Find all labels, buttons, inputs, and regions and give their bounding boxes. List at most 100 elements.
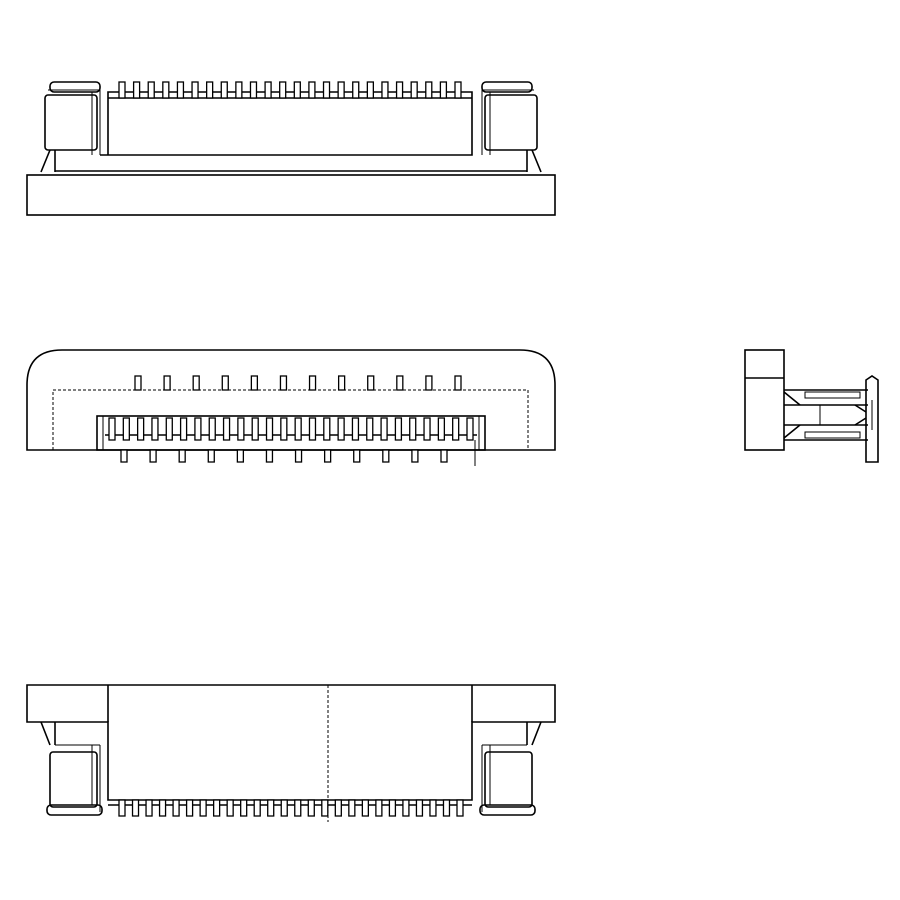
top-view bbox=[26, 81, 556, 216]
pin bbox=[222, 417, 231, 441]
pin bbox=[199, 799, 207, 817]
pin bbox=[179, 417, 188, 441]
pin bbox=[265, 417, 274, 441]
pin bbox=[172, 799, 180, 817]
front-view bbox=[26, 349, 556, 466]
pin bbox=[264, 81, 272, 99]
pin bbox=[394, 417, 403, 441]
pin bbox=[411, 449, 419, 463]
pin bbox=[454, 81, 462, 99]
pin bbox=[440, 449, 448, 463]
side-view bbox=[744, 349, 879, 463]
pin bbox=[280, 417, 288, 441]
pin bbox=[134, 375, 142, 391]
pin bbox=[267, 799, 275, 817]
pin bbox=[194, 417, 202, 441]
pin bbox=[395, 81, 404, 99]
pin bbox=[429, 799, 437, 817]
pin bbox=[361, 799, 370, 817]
pin bbox=[236, 449, 245, 463]
pin bbox=[353, 449, 361, 463]
left-latch bbox=[40, 81, 101, 173]
contact-lower bbox=[804, 431, 861, 439]
pin bbox=[280, 799, 288, 817]
lower-pin-row bbox=[120, 449, 448, 463]
flange bbox=[865, 375, 879, 463]
pin bbox=[176, 81, 185, 99]
housing-outline bbox=[26, 684, 556, 801]
pin bbox=[149, 449, 157, 463]
contact-row bbox=[108, 417, 474, 441]
pin bbox=[352, 81, 360, 99]
pin bbox=[425, 375, 433, 391]
pin bbox=[136, 417, 145, 441]
pin bbox=[454, 375, 462, 391]
pin bbox=[308, 417, 317, 441]
pin bbox=[158, 799, 167, 817]
pin bbox=[191, 81, 199, 99]
housing-outline bbox=[26, 349, 556, 451]
upper-pin-row bbox=[134, 375, 462, 391]
pin bbox=[321, 799, 329, 817]
pin bbox=[351, 417, 360, 441]
pin bbox=[308, 81, 316, 99]
pin bbox=[294, 799, 302, 817]
pin bbox=[279, 81, 287, 99]
pin bbox=[337, 81, 345, 99]
pin bbox=[337, 375, 346, 391]
pin bbox=[118, 799, 126, 817]
base-plate bbox=[26, 174, 556, 216]
pin bbox=[206, 81, 214, 99]
pin bbox=[147, 81, 155, 99]
pin bbox=[207, 449, 215, 463]
contact-upper bbox=[804, 391, 861, 399]
pin bbox=[122, 417, 130, 441]
pin bbox=[265, 449, 274, 463]
pin bbox=[381, 81, 389, 99]
housing-body bbox=[100, 91, 473, 156]
pin bbox=[185, 799, 194, 817]
pin bbox=[452, 417, 460, 441]
pin bbox=[375, 799, 383, 817]
pin bbox=[294, 417, 302, 441]
contact-slot bbox=[96, 415, 486, 451]
pin bbox=[118, 81, 126, 99]
pin bbox=[162, 81, 170, 99]
pin bbox=[380, 417, 388, 441]
chamfer-lines bbox=[783, 391, 867, 439]
pin bbox=[249, 81, 258, 99]
pin bbox=[192, 375, 200, 391]
pin bbox=[348, 799, 356, 817]
pin bbox=[423, 417, 431, 441]
pin bbox=[293, 81, 301, 99]
pin bbox=[240, 799, 248, 817]
pin bbox=[466, 417, 474, 441]
pin bbox=[323, 417, 331, 441]
actuator-block bbox=[744, 349, 785, 451]
pin bbox=[131, 799, 140, 817]
left-latch bbox=[40, 721, 103, 816]
pin bbox=[388, 799, 397, 817]
pin bbox=[409, 417, 417, 441]
top-pin-row bbox=[118, 81, 462, 99]
pin bbox=[456, 799, 464, 817]
pin bbox=[308, 375, 317, 391]
pin bbox=[235, 81, 243, 99]
pin bbox=[307, 799, 315, 817]
right-latch bbox=[479, 721, 542, 816]
pin bbox=[366, 417, 374, 441]
pin bbox=[226, 799, 234, 817]
pin bbox=[396, 375, 404, 391]
pin bbox=[108, 417, 116, 441]
pin bbox=[163, 375, 171, 391]
pin bbox=[208, 417, 216, 441]
pin bbox=[382, 449, 390, 463]
pin bbox=[410, 81, 418, 99]
pin bbox=[334, 799, 342, 817]
right-latch bbox=[481, 81, 542, 173]
pin bbox=[439, 81, 448, 99]
pin bbox=[165, 417, 173, 441]
pin bbox=[367, 375, 375, 391]
pin bbox=[250, 375, 259, 391]
